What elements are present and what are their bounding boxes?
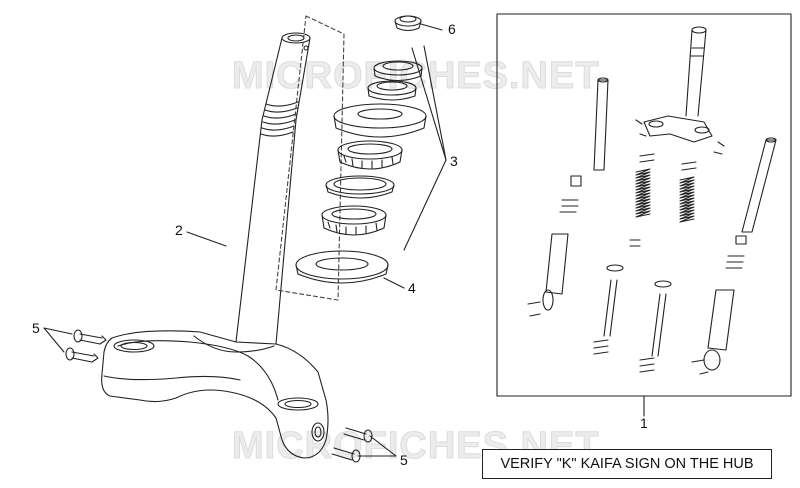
ring-nut-part: [373, 60, 423, 82]
watermark-top: MICROFICHES.NET: [232, 55, 600, 97]
leader-5-bottom: [357, 435, 397, 457]
upper-race-part: [333, 103, 427, 138]
lower-bearing-part: [321, 205, 387, 236]
left-damper-rod-part: [593, 264, 624, 355]
callout-2: 2: [175, 222, 183, 238]
callout-5-bottom: 5: [400, 452, 408, 468]
callout-3: 3: [450, 153, 458, 169]
bolt-lower-right-a-part: [343, 427, 373, 443]
upper-bearing-part: [337, 140, 403, 170]
leader-5-top: [43, 327, 73, 353]
dust-cap-part: [394, 15, 422, 32]
leader-6: [420, 23, 443, 31]
callout-6: 6: [448, 21, 456, 37]
lock-washer-part: [367, 80, 417, 101]
right-spring-part: [679, 161, 697, 223]
leader-4: [383, 277, 405, 289]
left-spring-part: [629, 153, 655, 247]
callout-5-top: 5: [32, 320, 40, 336]
hub-verification-note: VERIFY "K" KAIFA SIGN ON THE HUB: [482, 449, 772, 479]
callout-1: 1: [640, 415, 648, 431]
leader-2: [186, 231, 227, 247]
right-fork-tube-part: [691, 137, 777, 375]
lower-yoke-part: [101, 330, 329, 459]
kit-boundary: [275, 15, 345, 301]
fork-top-yoke-part: [635, 115, 725, 155]
upper-cone-part: [325, 175, 395, 199]
bolt-upper-left-part: [73, 329, 107, 345]
fork-assembly-frame: [496, 13, 792, 397]
fork-stem-part: [685, 26, 707, 117]
lower-race-part: [295, 250, 389, 284]
leader-3-top: [411, 47, 447, 161]
callout-4: 4: [408, 280, 416, 296]
bolt-lower-left-part: [65, 347, 99, 363]
right-damper-rod-part: [639, 280, 672, 373]
left-fork-tube-part: [527, 77, 609, 317]
